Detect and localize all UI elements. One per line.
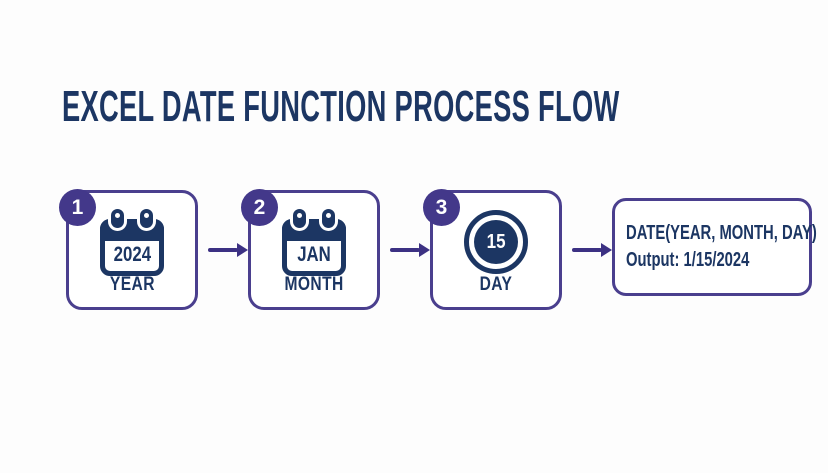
calendar-ring-icon <box>293 209 306 228</box>
step-label: YEAR <box>109 274 155 295</box>
calendar-value: JAN <box>297 243 331 266</box>
output-result: Output: 1/15/2024 <box>626 249 750 271</box>
process-flow: 1 2024 YEAR 2 JAN MONTH <box>59 189 817 310</box>
arrow-wrap <box>198 248 248 252</box>
right-arrow-icon <box>390 248 420 252</box>
page-title: EXCEL DATE FUNCTION PROCESS FLOW <box>62 82 620 131</box>
calendar-header <box>282 219 346 241</box>
step-box-month: 2 JAN MONTH <box>241 189 380 310</box>
arrow-wrap <box>380 248 430 252</box>
calendar-ring-icon <box>140 209 153 228</box>
step-label: MONTH <box>284 274 344 295</box>
calendar-icon: 2024 <box>100 209 164 277</box>
day-circle-icon: 15 <box>464 210 528 274</box>
step-number-badge: 1 <box>59 189 96 226</box>
calendar-icon: JAN <box>282 209 346 277</box>
step-number-badge: 3 <box>423 189 460 226</box>
output-box: DATE(YEAR, MONTH, DAY) Output: 1/15/2024 <box>612 198 817 296</box>
day-value: 15 <box>474 220 518 264</box>
calendar-ring-icon <box>322 209 335 228</box>
arrow-wrap <box>562 248 612 252</box>
step-box-year: 1 2024 YEAR <box>59 189 198 310</box>
output-formula: DATE(YEAR, MONTH, DAY) <box>626 222 817 244</box>
calendar-header <box>100 219 164 241</box>
step-box-day: 3 15 DAY <box>423 189 562 310</box>
calendar-value: 2024 <box>113 243 151 266</box>
right-arrow-icon <box>572 248 602 252</box>
calendar-ring-icon <box>111 209 124 228</box>
right-arrow-icon <box>208 248 238 252</box>
step-number-badge: 2 <box>241 189 278 226</box>
step-label: DAY <box>479 274 513 295</box>
